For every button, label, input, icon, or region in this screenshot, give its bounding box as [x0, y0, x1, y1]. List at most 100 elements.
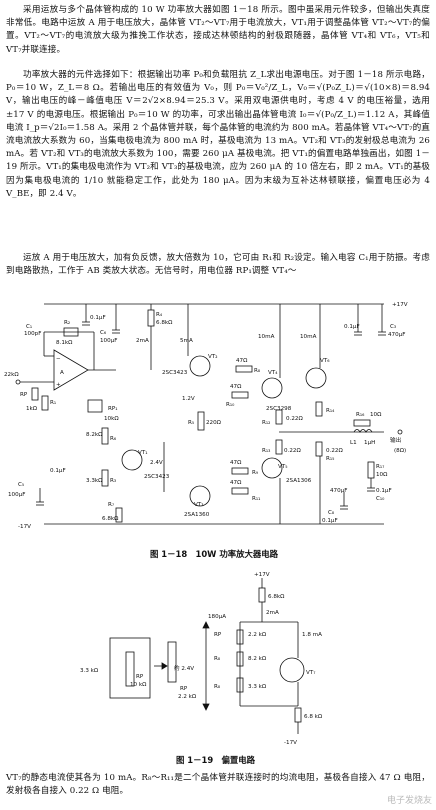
- vt3-label: VT₃: [194, 502, 204, 508]
- f2-rp3v: 2.2 kΩ: [178, 694, 197, 700]
- r16-label: R₁₆: [356, 412, 365, 418]
- r3-value: 3.3kΩ: [86, 478, 103, 484]
- f2-plus17: +17V: [254, 572, 270, 578]
- vt5-label: VT₅: [278, 464, 288, 470]
- r10-label: R₁₀: [226, 402, 235, 408]
- paragraph-3: 运放 A 用于电压放大，加有负反馈，放大倍数为 10，它可由 R₁和 R₂设定。…: [6, 253, 430, 277]
- r2-label: R₂: [64, 320, 70, 326]
- vt3-type: 2SA1360: [184, 512, 210, 518]
- r13-label: R₁₃: [262, 448, 270, 454]
- c1-value: 100pF: [24, 331, 41, 337]
- c1-label: C₁: [26, 324, 32, 330]
- c8-value: 470μF: [330, 488, 347, 494]
- cin-value: 0.1μF: [50, 468, 66, 474]
- r7-value: 6.8kΩ: [102, 516, 119, 522]
- r022c: 0.22Ω: [326, 448, 343, 454]
- ma10b: 10mA: [300, 334, 317, 340]
- f2-rp2: RP: [136, 674, 144, 680]
- c10-value: 0.1μF: [376, 488, 392, 494]
- f2-left33: 3.3 kΩ: [80, 668, 99, 674]
- output-label: 输出: [390, 436, 401, 444]
- f2-r68: 6.8kΩ: [268, 594, 285, 600]
- f2-ma18: 1.8 mA: [302, 632, 322, 638]
- f2-ua180: 180μA: [208, 614, 226, 620]
- f2-r68b: 6.8 kΩ: [304, 714, 323, 720]
- r6-value: 8.2kΩ: [86, 432, 103, 438]
- rp1-value: 10kΩ: [104, 416, 119, 422]
- c6-label: C₆: [100, 330, 107, 336]
- figure-1-18-circuit: A − + C₁ 100pF R₂ 8.1kΩ 0.1μF C₆ 100μF 2…: [4, 302, 408, 530]
- c5-label: C₅: [18, 482, 24, 488]
- plus17-label: +17V: [392, 302, 408, 308]
- c5-value: 100μF: [8, 492, 25, 498]
- v12-label: 1.2V: [182, 396, 195, 402]
- r15-label: R₁₅: [326, 456, 334, 462]
- ma2-label: 2mA: [136, 338, 149, 344]
- f2-r8: R₈: [214, 684, 221, 690]
- c3-label: C₃: [390, 324, 396, 330]
- v24-label: 2.4V: [150, 460, 163, 466]
- f2-r6: R₈: [214, 656, 221, 662]
- vt1-type: 2SC3423: [144, 474, 170, 480]
- c9-value: 0.1μF: [322, 518, 338, 524]
- ma5-label: 5mA: [180, 338, 193, 344]
- f2-r82: 8.2 kΩ: [248, 656, 267, 662]
- f2-minus17: -17V: [284, 740, 297, 746]
- r47c: 47Ω: [230, 460, 242, 466]
- f2-rp2v: 10 kΩ: [130, 682, 147, 688]
- l1-value: 1μH: [364, 440, 375, 446]
- figure-1-19-caption: 图 1－19 偏置电路: [176, 755, 256, 765]
- r8-label: R₈: [254, 368, 261, 374]
- c8-label: C₈: [328, 510, 335, 516]
- ma10a: 10mA: [258, 334, 275, 340]
- f2-vt7: VT₇: [306, 670, 316, 676]
- opamp-plus: −: [56, 356, 61, 362]
- r17-label: R₁₇: [376, 464, 384, 470]
- rp1-label: RP₁: [108, 406, 118, 412]
- r11-label: R₁₁: [252, 496, 260, 502]
- figure-1-18-caption: 图 1－18 10W 功率放大器电路: [150, 549, 278, 559]
- paragraph-1: 采用运放与多个晶体管构成的 10 W 功率放大器如图 1－18 所示。图中虽采用…: [6, 5, 430, 55]
- vt1-label: VT₁: [138, 450, 148, 456]
- l1-label: L1: [350, 440, 357, 446]
- r3-label: R₃: [110, 478, 116, 484]
- c4-value: 0.1μF: [90, 315, 106, 321]
- c6-value: 100μF: [100, 338, 117, 344]
- c2-label: 0.1μF: [344, 324, 360, 330]
- f2-rp3: RP: [180, 686, 188, 692]
- r14-label: R₁₄: [326, 408, 335, 414]
- input-res: 22kΩ: [4, 372, 19, 378]
- r9-label: R₉: [252, 470, 259, 476]
- r47d: 47Ω: [230, 480, 242, 486]
- r1-value: 1kΩ: [26, 406, 38, 412]
- r12-label: R₁₂: [262, 420, 270, 426]
- opamp-minus: +: [56, 382, 61, 388]
- r47b: 47Ω: [230, 384, 242, 390]
- r17-value: 10Ω: [376, 472, 388, 478]
- vt6-label: VT₆: [320, 358, 330, 364]
- f2-rp: RP: [214, 632, 222, 638]
- r2-value: 8.1kΩ: [56, 340, 73, 346]
- f2-v24: 约 2.4V: [174, 664, 194, 672]
- vt4-type: 2SC3298: [266, 406, 292, 412]
- vt2-label: VT₂: [208, 354, 218, 360]
- load-label: (8Ω): [394, 448, 406, 454]
- c3-value: 470μF: [388, 332, 405, 338]
- r022b: 0.22Ω: [284, 448, 301, 454]
- rp-label: RP: [20, 392, 28, 398]
- vt5-type: 2SA1306: [286, 478, 312, 484]
- c10-label: C₁₀: [376, 496, 385, 502]
- r5-value: 220Ω: [206, 420, 222, 426]
- r4-value: 6.8kΩ: [156, 320, 173, 326]
- vt2-type: 2SC3423: [162, 370, 188, 376]
- f2-r22: 2.2 kΩ: [248, 632, 267, 638]
- r16-value: 10Ω: [370, 412, 382, 418]
- r7-label: R₇: [108, 502, 114, 508]
- r022a: 0.22Ω: [286, 416, 303, 422]
- r6-label: R₆: [110, 436, 117, 442]
- r47a: 47Ω: [236, 358, 248, 364]
- r1-label: R₁: [50, 400, 56, 406]
- f2-ma2: 2mA: [266, 610, 279, 616]
- vt4-label: VT₄: [268, 370, 278, 376]
- paragraph-2: 功率放大器的元件选择如下：根据输出功率 P₀和负载阻抗 Z_L求出电源电压。对于…: [6, 70, 430, 199]
